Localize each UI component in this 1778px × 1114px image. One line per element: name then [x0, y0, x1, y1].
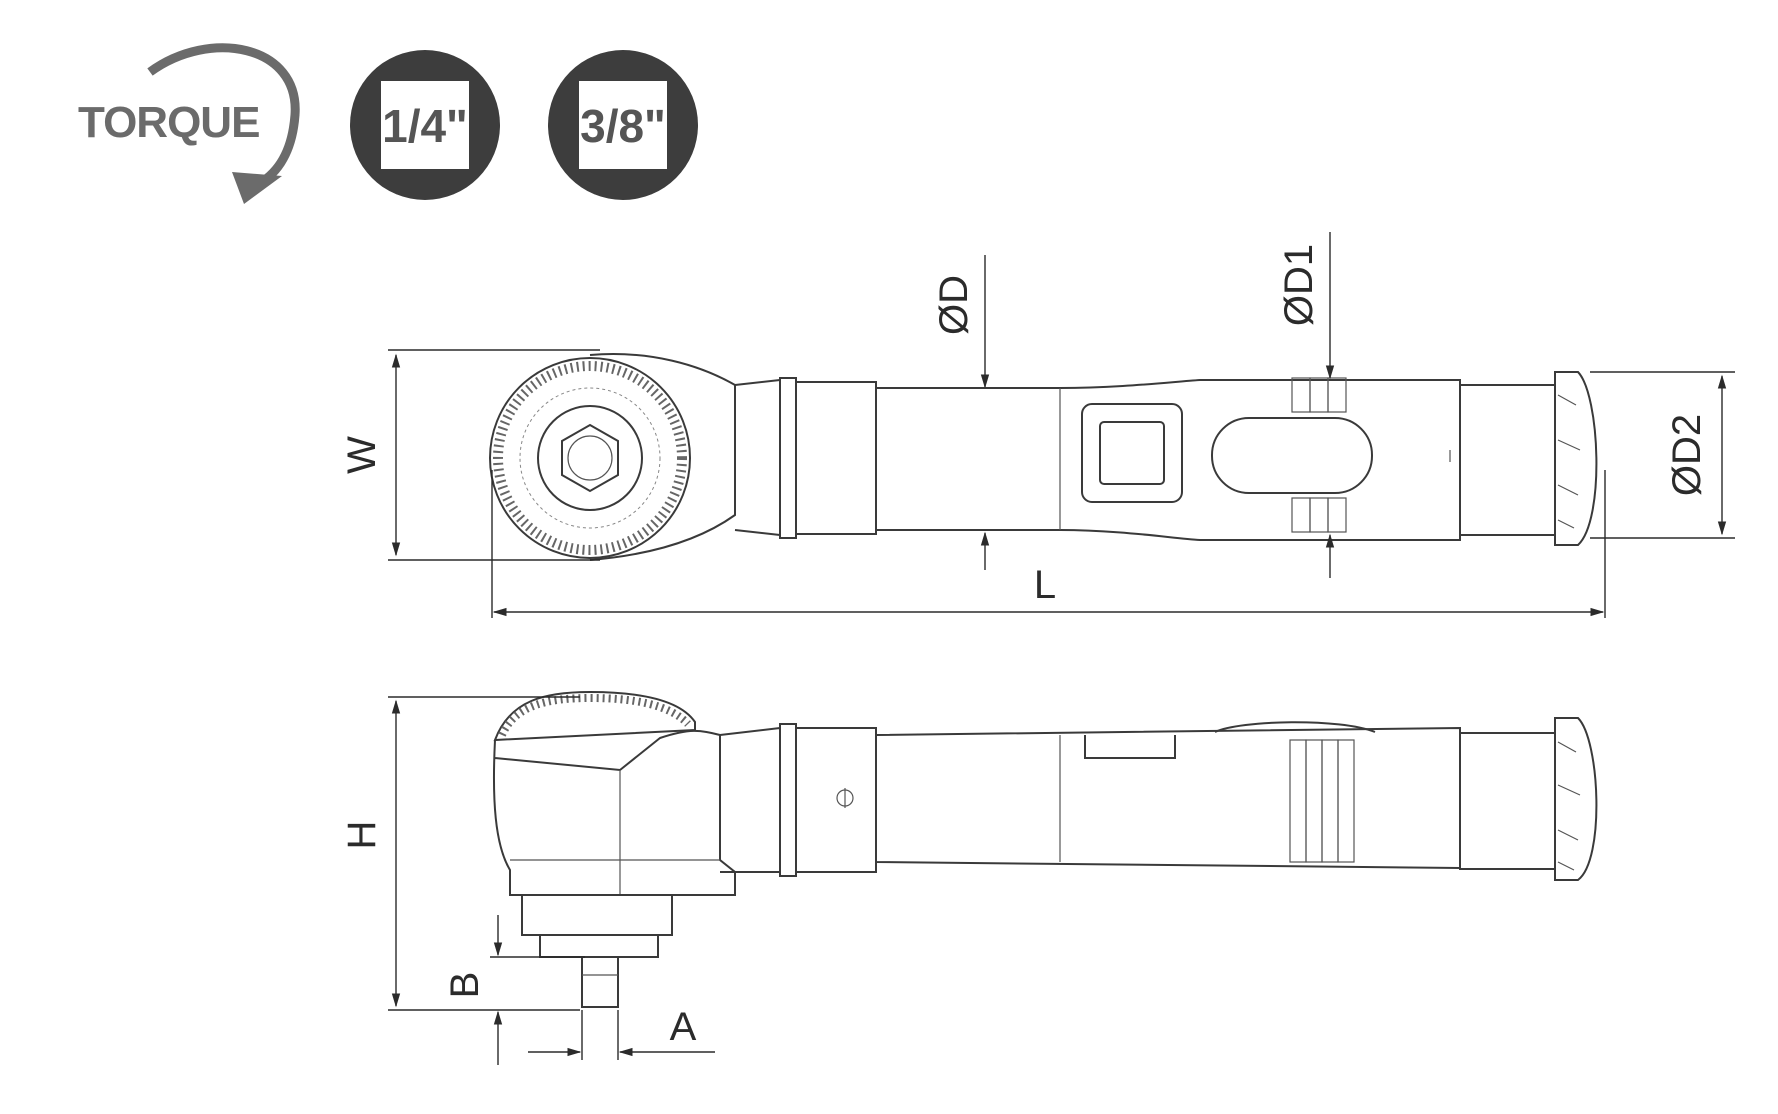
length-label: L — [1034, 563, 1056, 607]
drive-length-label: B — [443, 972, 487, 999]
gear-top — [493, 690, 696, 742]
lock-window — [1081, 403, 1183, 503]
side-collar-ring — [779, 723, 797, 877]
top-view — [489, 353, 1598, 561]
side-collar — [795, 727, 877, 873]
torque-label: TORQUE — [78, 98, 259, 147]
square-drive — [581, 956, 619, 1008]
drive-size-badge-three-eighths: 3/8" — [548, 50, 698, 200]
side-handle-body — [875, 726, 1461, 870]
head-body — [589, 353, 736, 561]
torque-icon: TORQUE — [78, 43, 300, 204]
side-scale-hump — [1214, 721, 1376, 733]
diameter-2-label: ØD2 — [1665, 414, 1709, 496]
ratchet-gear — [489, 357, 691, 559]
width-label: W — [340, 436, 384, 474]
height-label: H — [340, 821, 384, 850]
handle-end — [1459, 384, 1556, 536]
side-handle-end — [1459, 732, 1556, 870]
side-end-cap — [1554, 717, 1598, 881]
collar — [795, 381, 877, 535]
side-view-dimensions: H B A — [340, 696, 715, 1065]
drive-base — [521, 894, 673, 936]
end-cap — [1554, 371, 1598, 546]
side-view — [492, 690, 1598, 1008]
diameter-label: ØD — [932, 275, 976, 335]
drive-size-label: 1/4" — [382, 100, 468, 152]
grip-ribs — [1291, 377, 1347, 533]
side-grip-ribs — [1289, 739, 1355, 863]
side-lock-button — [1084, 735, 1176, 759]
rotation-arrow-icon — [232, 172, 282, 204]
head-block — [492, 729, 736, 896]
drive-size-badge-quarter: 1/4" — [350, 50, 500, 200]
diameter-1-label: ØD1 — [1277, 244, 1321, 326]
top-view-dimensions: W L ØD ØD1 ØD2 — [340, 232, 1735, 618]
drive-size-label: 3/8" — [580, 100, 666, 152]
collar-ring — [779, 377, 797, 539]
hex-socket — [561, 423, 619, 493]
handle-body — [875, 379, 1461, 541]
scale-slot — [1211, 417, 1373, 494]
square-drive-label: A — [670, 1005, 697, 1049]
drive-socket — [537, 405, 643, 511]
